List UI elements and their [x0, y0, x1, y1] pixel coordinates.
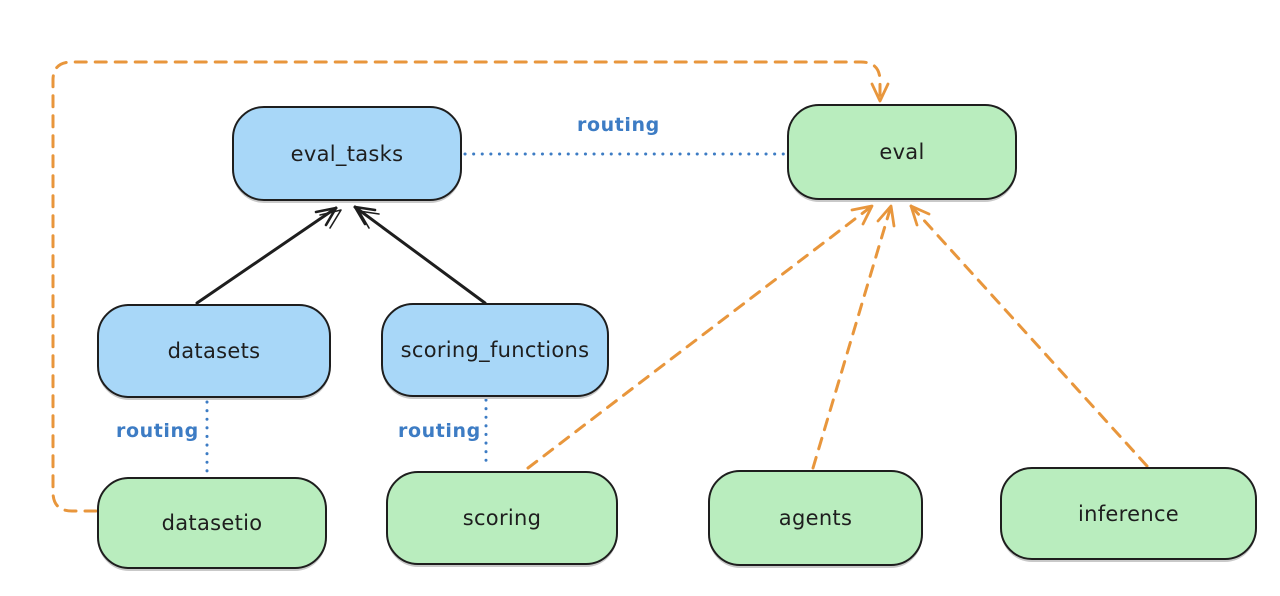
edge-inference-to-eval	[909, 204, 1149, 468]
edge-label-routing-scoring-functions-scoring: routing	[398, 420, 481, 442]
node-scoring[interactable]: scoring	[386, 471, 618, 565]
node-datasetio-label: datasetio	[161, 511, 263, 535]
node-eval-label: eval	[879, 140, 925, 164]
edge-scoring-functions-to-eval-tasks-arrowhead-sketch	[358, 210, 380, 229]
edge-agents-to-eval	[811, 204, 893, 470]
node-eval-tasks-label: eval_tasks	[290, 141, 404, 166]
edge-datasetio-to-eval-arrowhead	[870, 82, 890, 103]
node-scoring-label: scoring	[462, 506, 542, 530]
edge-scoring-to-eval-arrowhead	[850, 204, 874, 226]
node-inference-label: inference	[1077, 501, 1180, 526]
node-scoring-functions-label: scoring_functions	[400, 338, 590, 362]
edge-datasets-to-eval-tasks	[195, 206, 338, 305]
edge-datasets-to-eval-tasks-arrowhead	[314, 206, 338, 227]
edge-label-routing-datasets-datasetio: routing	[116, 420, 199, 442]
node-eval[interactable]: eval	[787, 104, 1017, 200]
node-datasetio[interactable]: datasetio	[97, 477, 327, 569]
edge-inference-to-eval-arrowhead	[909, 204, 931, 227]
node-datasets-label: datasets	[167, 339, 261, 363]
edge-datasetio-to-eval	[51, 60, 882, 513]
node-agents-label: agents	[778, 506, 853, 530]
node-inference[interactable]: inference	[1000, 467, 1257, 560]
edge-scoring-functions-to-eval-tasks	[353, 205, 487, 305]
node-datasets[interactable]: datasets	[97, 304, 331, 398]
node-agents[interactable]: agents	[708, 470, 923, 566]
node-scoring-functions[interactable]: scoring_functions	[381, 303, 609, 397]
node-eval-tasks[interactable]: eval_tasks	[232, 106, 462, 201]
edge-label-routing-eval-tasks-eval: routing	[577, 114, 660, 136]
edge-datasets-to-eval-tasks-arrowhead-sketch	[319, 209, 342, 229]
edge-scoring-functions-to-eval-tasks-arrowhead	[353, 205, 377, 226]
edge-agents-to-eval-arrowhead	[876, 204, 896, 228]
